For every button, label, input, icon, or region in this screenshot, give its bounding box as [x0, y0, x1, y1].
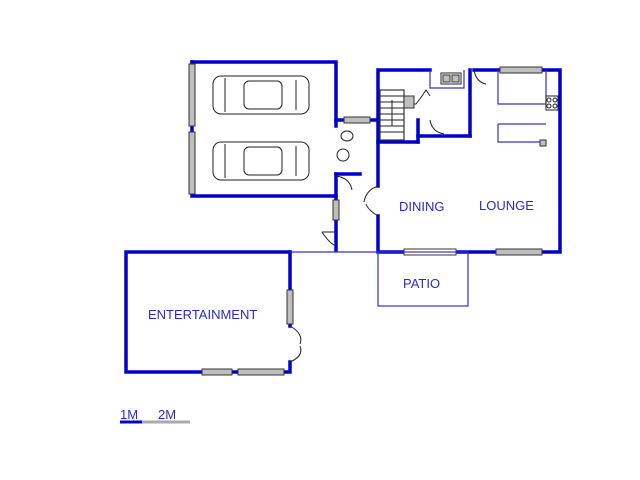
garage	[188, 60, 338, 198]
kitchen	[429, 66, 559, 143]
staircase	[379, 89, 431, 141]
room-label-lounge: LOUNGE	[479, 198, 534, 213]
main-house	[363, 66, 562, 256]
room-label-patio: PATIO	[403, 276, 440, 291]
scale-label-1m: 1M	[120, 407, 138, 422]
wc	[321, 116, 380, 252]
scale-bar: 1M 2M	[120, 407, 190, 424]
scale-label-2m: 2M	[158, 407, 176, 422]
room-label-dining: DINING	[399, 199, 445, 214]
entertainment-room	[124, 250, 378, 376]
room-label-entertainment: ENTERTAINMENT	[148, 307, 257, 322]
patio	[377, 251, 469, 307]
car-top	[212, 75, 310, 115]
car-bottom	[212, 141, 310, 181]
